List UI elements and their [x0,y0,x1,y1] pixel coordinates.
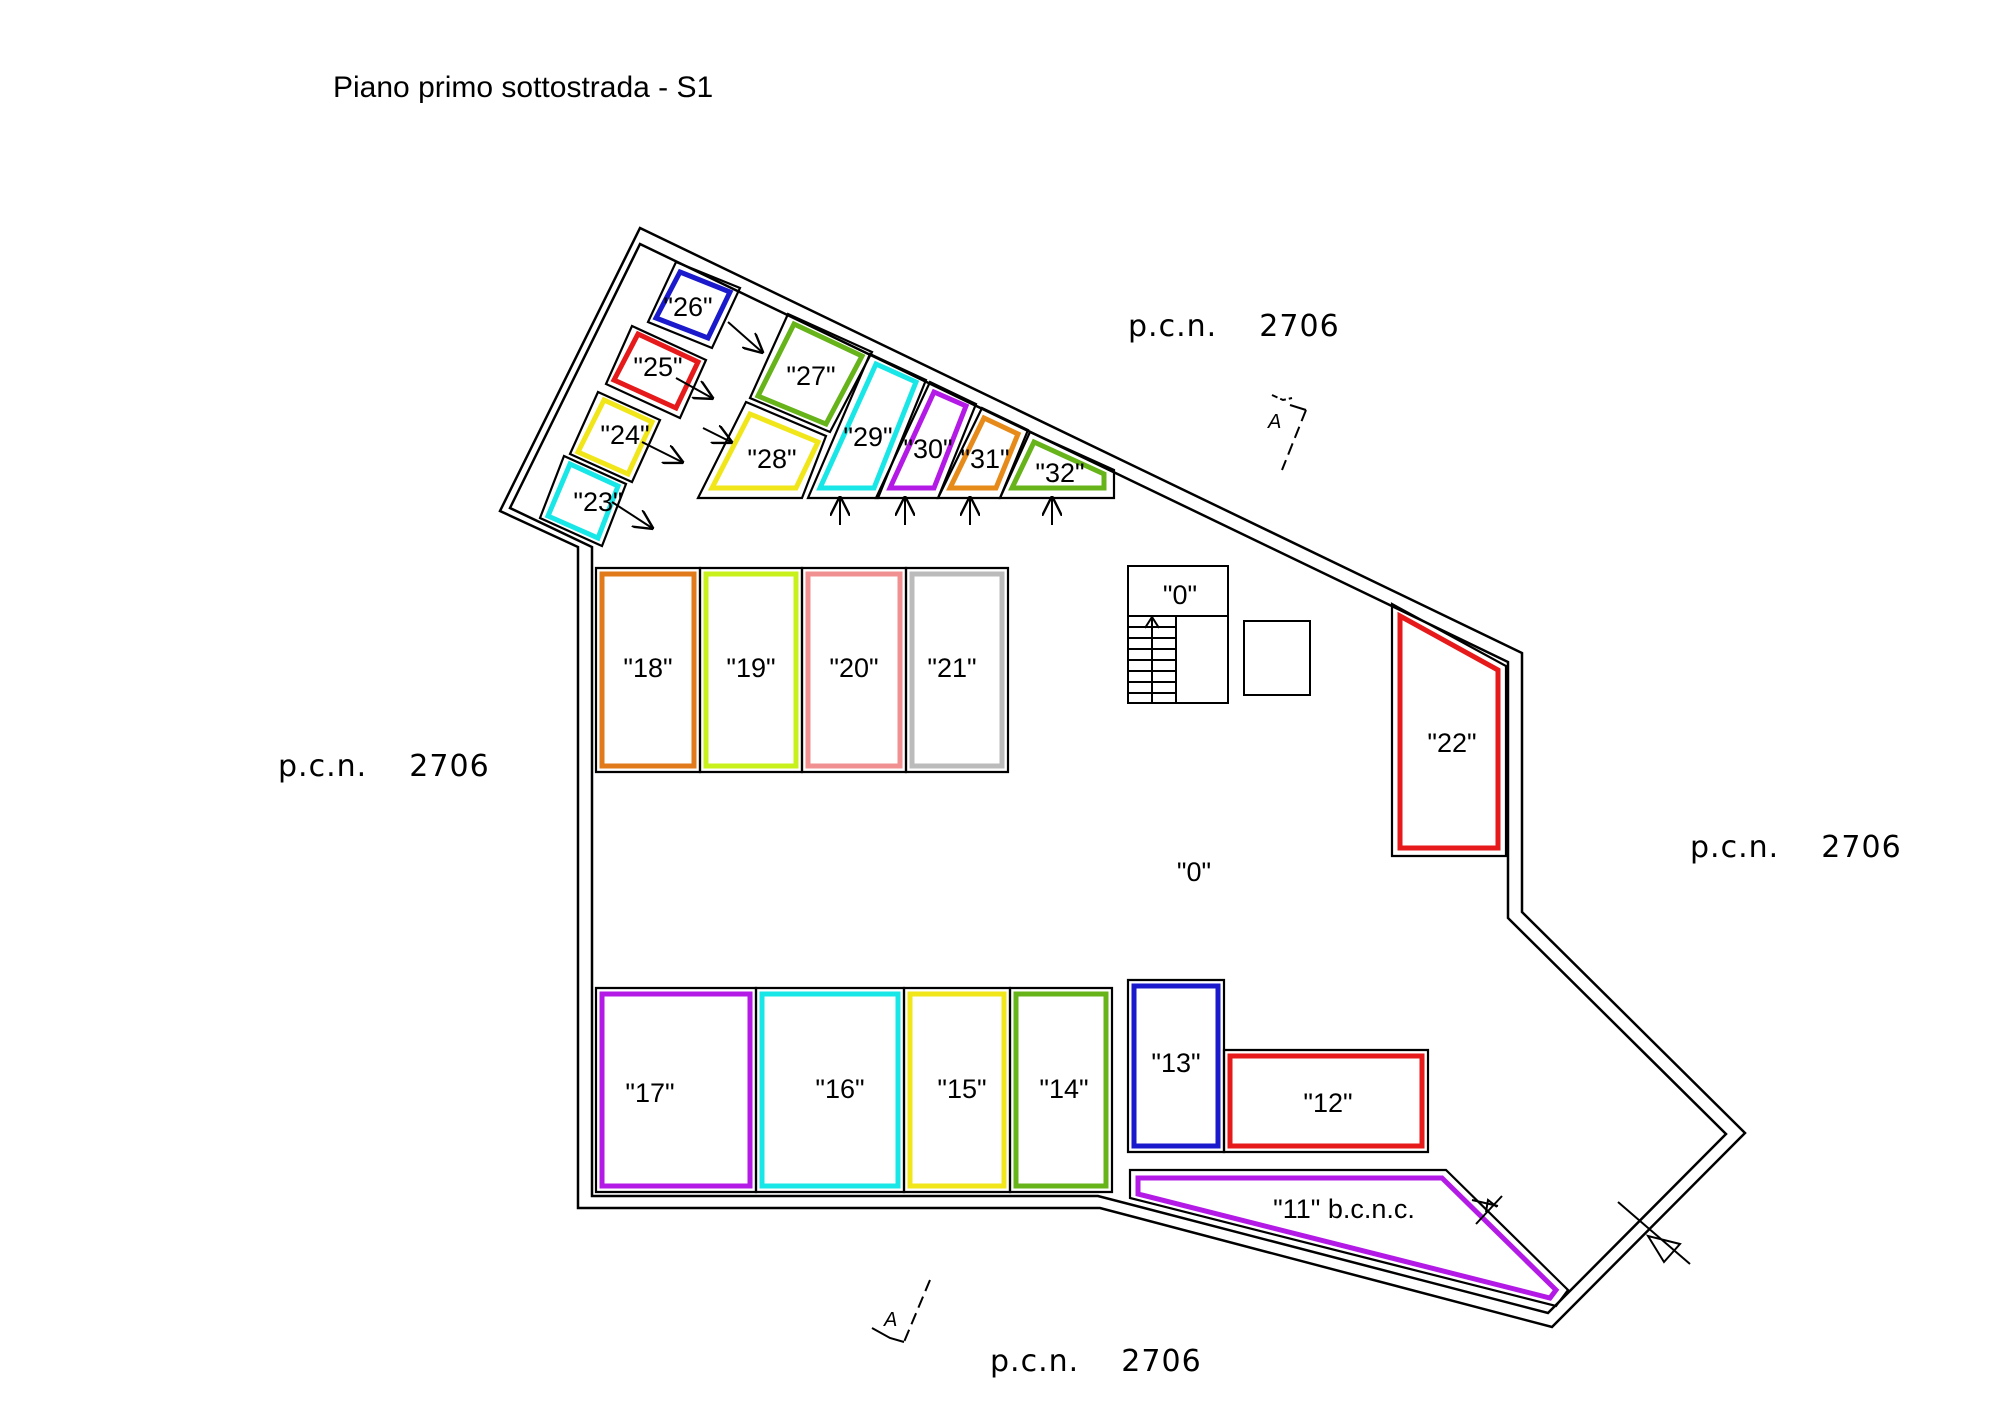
unit-17-wall [594,986,758,1194]
unit-23-outline [544,460,622,542]
unit-32: "32" [998,430,1116,500]
unit-16-label: "16" [815,1074,864,1104]
door-arrow-26 [727,321,762,352]
unit-15: "15" [902,986,1012,1194]
unit-22-wall [1390,602,1508,858]
unit-23-wall [538,454,628,548]
unit-23: "23" [538,454,628,548]
unit-12-label: "12" [1303,1088,1352,1118]
unit-26-label: "26" [663,292,712,322]
unit-24-outline [574,396,656,478]
unit-17: "17" [594,986,758,1194]
unit-22-label: "22" [1427,728,1476,758]
unit-14: "14" [1008,986,1114,1194]
parcel-label-south: p.c.n. 2706 [990,1344,1202,1379]
unit-13-outline [1131,983,1221,1149]
unit-25: "25" [604,324,708,420]
unit-27-wall [748,312,874,434]
unit-25-outline [610,330,702,412]
unit-31-label: "31" [960,444,1009,474]
unit-28-label: "28" [747,444,796,474]
unit-12: "12" [1222,1048,1430,1154]
unit-15-label: "15" [937,1074,986,1104]
unit-15-outline [907,991,1007,1189]
unit-28: "28" [696,400,828,500]
door-arrow-24 [641,441,682,462]
unit-28-outline [707,410,822,491]
unit-21-outline [909,571,1005,769]
unit-12-outline [1227,1053,1425,1149]
section-label-bottom: A [883,1309,897,1331]
section-marker-bottom: A [871,1279,931,1343]
unit-21: "21" [904,566,1010,774]
unit-17-outline [599,991,753,1189]
door-markers [611,321,1691,1265]
unit-27: "27" [748,312,874,434]
unit-27-label: "27" [786,361,835,391]
unit-11-outline [1135,1175,1560,1301]
unit-30-outline [886,388,970,491]
parcel-label-west: p.c.n. 2706 [278,749,490,784]
door-arrow-25 [675,377,712,398]
unit-22: "22" [1390,602,1508,858]
door-arrow-28 [702,428,731,442]
section-label-top: A [1267,411,1281,433]
unit-19: "19" [698,566,804,774]
unit-18-label: "18" [623,653,672,683]
unit-24: "24" [568,390,662,484]
door-arrow-23 [611,501,652,528]
unit-32-label: "32" [1035,458,1084,488]
unit-11-label: "11" b.c.n.c. [1273,1194,1415,1224]
building-outline [498,226,1747,1329]
unit-20: "20" [800,566,908,774]
unit-12-wall [1222,1048,1430,1154]
stair-label: "0" [1163,580,1197,610]
parcel-label-north: p.c.n. 2706 [1128,309,1340,344]
unit-29-label: "29" [843,422,892,452]
unit-18: "18" [594,566,702,774]
units-layer: "26" "25" "24" "23" "27" "28" "29" "30" "31" "32"… [538,260,1570,1308]
plan-title: Piano primo sottostrada - S1 [333,71,713,104]
unit-16-outline [759,991,901,1189]
unit-20-label: "20" [829,653,878,683]
unit-26-wall [646,260,742,350]
unit-19-label: "19" [726,653,775,683]
common-area-label: "0" [1177,857,1211,887]
unit-19-outline [703,571,799,769]
unit-30-label: "30" [903,434,952,464]
unit-13: "13" [1126,978,1226,1154]
unit-27-outline [754,320,866,428]
parcel-label-east: p.c.n. 2706 [1690,830,1902,865]
unit-14-outline [1013,991,1109,1189]
shaft [1243,620,1311,696]
unit-17-label: "17" [625,1078,674,1108]
unit-23-label: "23" [573,487,622,517]
unit-24-wall [568,390,662,484]
unit-32-outline [1008,438,1107,491]
unit-20-outline [805,571,903,769]
unit-18-outline [599,571,697,769]
unit-14-wall [1008,986,1114,1194]
unit-22-outline [1397,611,1501,851]
unit-26: "26" [646,260,742,350]
section-marker-top: A [1267,394,1307,471]
unit-31-outline [946,414,1022,491]
stair-core [1127,565,1311,704]
unit-21-wall [904,566,1010,774]
unit-24-label: "24" [600,420,649,450]
unit-25-wall [604,324,708,420]
unit-29-outline [816,360,920,491]
unit-16: "16" [754,986,906,1194]
unit-25-label: "25" [633,352,682,382]
unit-28-wall [696,400,828,500]
unit-32-wall [998,430,1116,500]
door-entrance [1617,1201,1691,1265]
unit-26-outline [652,268,734,342]
unit-11-wall [1128,1168,1570,1308]
unit-14-label: "14" [1039,1074,1088,1104]
unit-11: "11" b.c.n.c. [1128,1168,1570,1308]
unit-13-label: "13" [1151,1048,1200,1078]
unit-21-label: "21" [927,653,976,683]
